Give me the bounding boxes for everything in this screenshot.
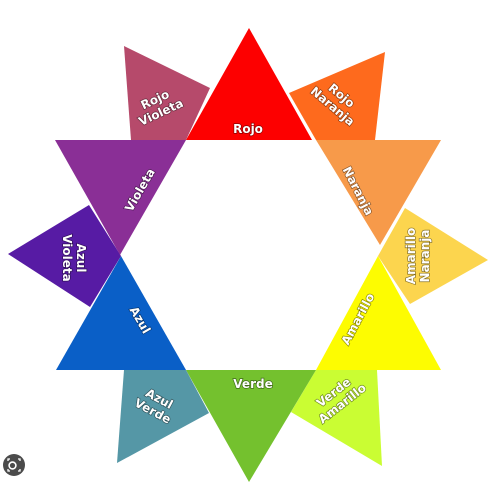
label-azul-violeta: AzulVioleta — [60, 234, 88, 282]
search-icon — [7, 458, 21, 472]
label-amarillo-naranja: AmarilloNaranja — [404, 228, 432, 284]
segment-azul-violeta — [8, 205, 121, 307]
label-line: Violeta — [60, 234, 74, 282]
lens-icon[interactable] — [3, 454, 25, 476]
segment-azul-verde — [117, 370, 209, 463]
segment-amarillo-naranja — [378, 208, 488, 304]
label-verde: Verde — [233, 377, 272, 391]
label-line: Azul — [74, 244, 88, 273]
segment-rojo-naranja — [289, 52, 385, 140]
segment-naranja — [316, 140, 441, 245]
label-rojo: Rojo — [233, 122, 263, 136]
segment-violeta — [55, 140, 186, 255]
segment-rojo-violeta — [124, 46, 210, 140]
label-line: Rojo — [233, 122, 263, 136]
segment-amarillo — [316, 256, 441, 370]
segment-rojo — [186, 28, 312, 140]
label-line: Verde — [233, 377, 272, 391]
segment-verde-amarillo — [291, 370, 382, 466]
label-line: Naranja — [418, 230, 432, 283]
segment-verde — [186, 370, 316, 482]
label-line: Amarillo — [404, 228, 418, 284]
segment-azul — [56, 256, 186, 370]
